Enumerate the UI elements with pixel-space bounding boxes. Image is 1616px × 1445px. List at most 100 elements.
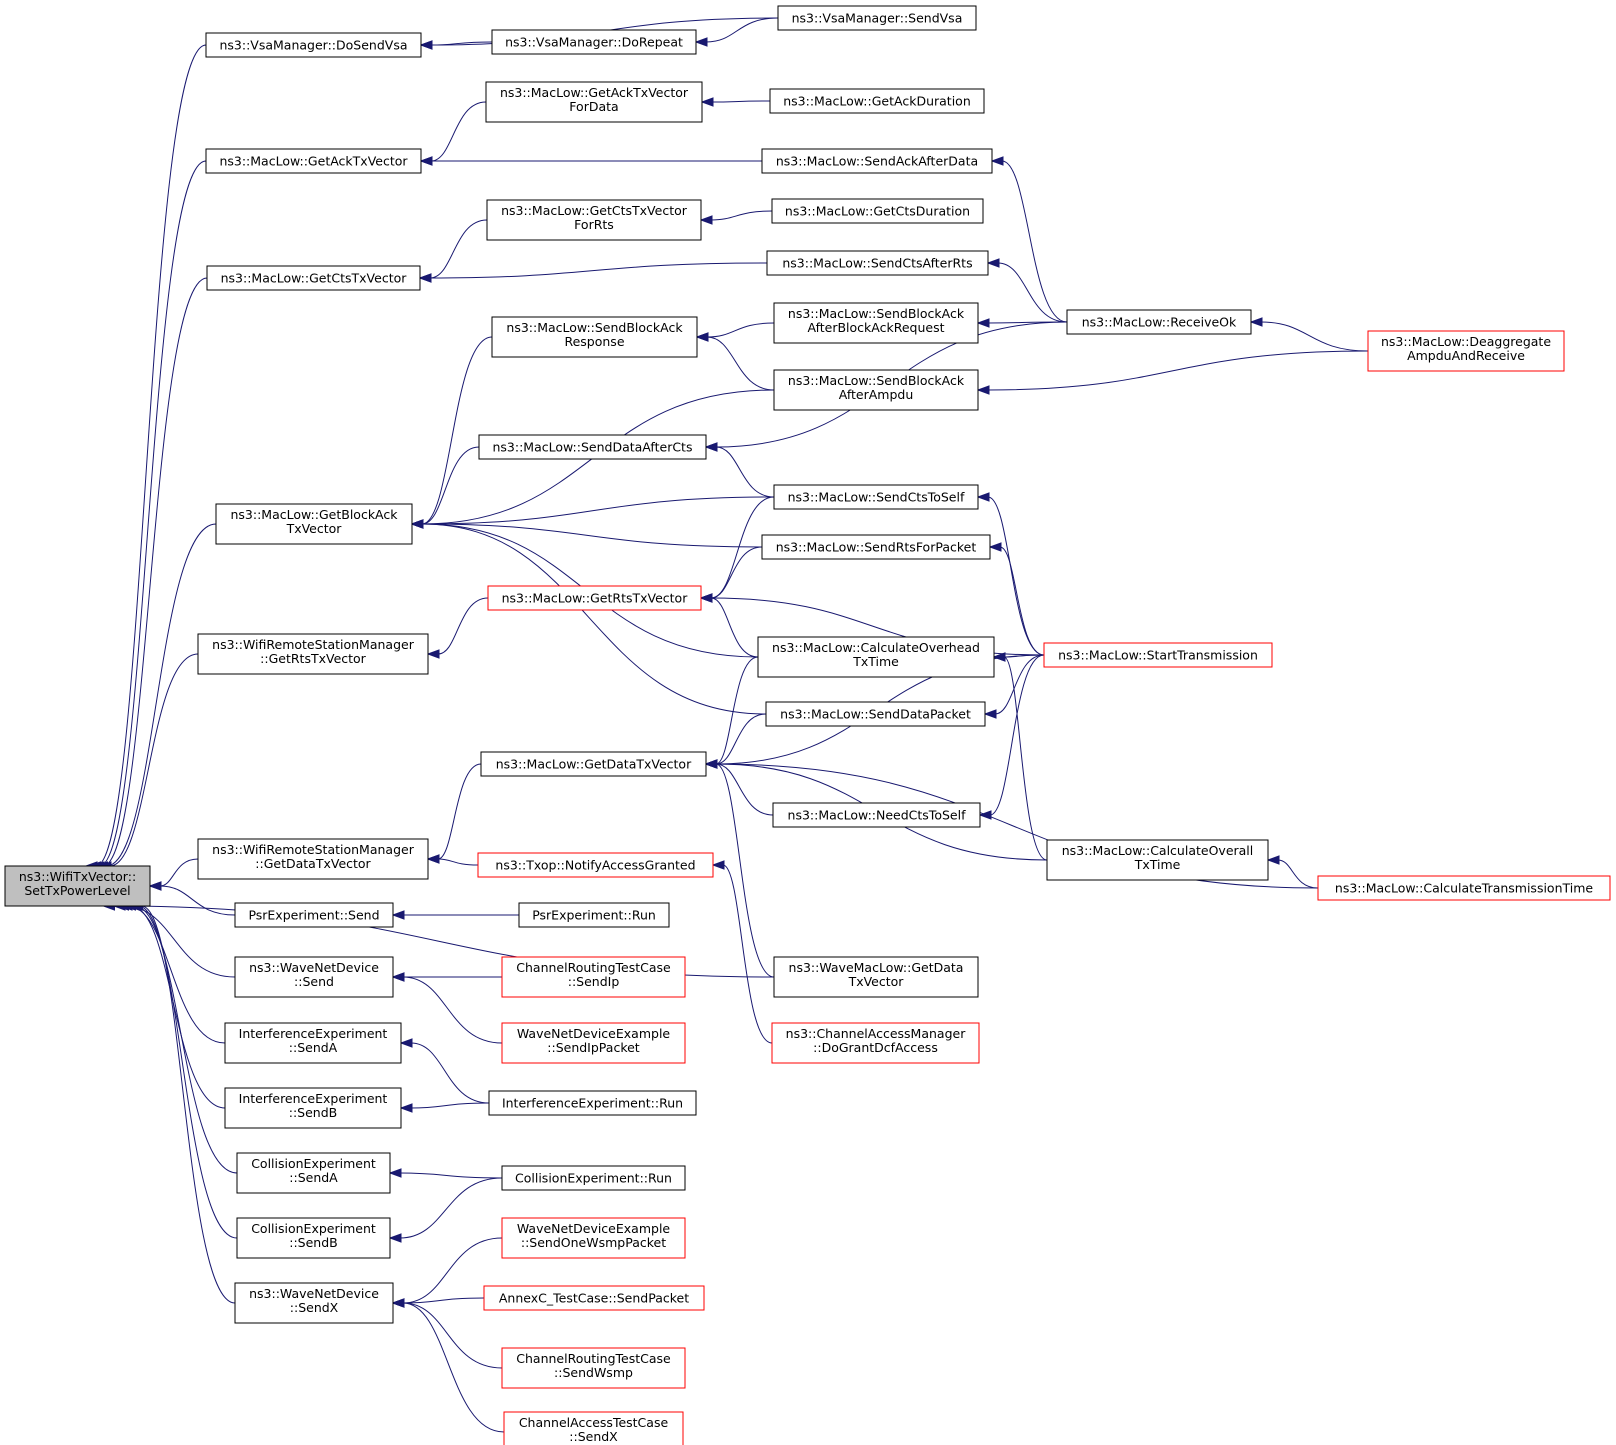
node-sendDataAfterCts[interactable]: ns3::MacLow::SendDataAfterCts (478, 434, 707, 460)
edge-sendAckAfterData-to-getAckTxVector (419, 156, 762, 166)
node-root[interactable]: ns3::WifiTxVector::SetTxPowerLevel (4, 865, 151, 907)
edge-ceRun-to-ceSendB (388, 1177, 503, 1243)
edge-ieSendA-to-root (116, 901, 226, 1044)
node-ieSendA[interactable]: InterferenceExperiment::SendA (224, 1022, 402, 1064)
node-sendRtsForPacket[interactable]: ns3::MacLow::SendRtsForPacket (761, 534, 991, 560)
node-wndeSendOneWsmp[interactable]: WaveNetDeviceExample::SendOneWsmpPacket (501, 1217, 686, 1259)
node-label: ns3::WifiRemoteStationManager (212, 842, 415, 857)
edge-sendDataPacket-to-getBlockAckTxVector (410, 519, 767, 715)
node-label: ::SendB (289, 1235, 337, 1250)
edge-deaggregate-to-sendBlockAckAfterAmpdu (976, 350, 1369, 395)
node-startTransmission[interactable]: ns3::MacLow::StartTransmission (1043, 642, 1273, 668)
edge-catSendX-to-waveSendX (391, 1298, 505, 1433)
node-getAckDuration[interactable]: ns3::MacLow::GetAckDuration (769, 88, 985, 114)
edge-needCtsToSelf-to-getDataTxVector (704, 759, 774, 816)
node-ceSendA[interactable]: CollisionExperiment::SendA (236, 1152, 391, 1194)
node-crSendWsmp[interactable]: ChannelRoutingTestCase::SendWsmp (501, 1347, 686, 1389)
edge-doRepeat-to-doSendVsa (419, 40, 493, 50)
edge-waveMacGetData-to-getDataTxVector (704, 759, 775, 978)
node-sendAckAfterData[interactable]: ns3::MacLow::SendAckAfterData (761, 148, 993, 174)
node-label: AmpduAndReceive (1407, 348, 1525, 363)
node-psrRun[interactable]: PsrExperiment::Run (518, 902, 670, 928)
node-label: ns3::MacLow::GetAckDuration (783, 94, 971, 109)
edge-sendBlockAckAfterAmpdu-to-sendBlockAckResponse (695, 332, 775, 391)
edge-doSendVsa-to-root (84, 44, 207, 871)
node-getCtsTxVector[interactable]: ns3::MacLow::GetCtsTxVector (206, 265, 421, 291)
node-wndeSendIpPacket[interactable]: WaveNetDeviceExample::SendIpPacket (501, 1022, 686, 1064)
node-ieSendB[interactable]: InterferenceExperiment::SendB (224, 1087, 402, 1129)
node-label: ChannelRoutingTestCase (516, 960, 671, 975)
edge-getAckTxVectorForData-to-getAckTxVector (419, 101, 487, 166)
node-label: AfterBlockAckRequest (807, 320, 944, 335)
node-ceRun[interactable]: CollisionExperiment::Run (501, 1165, 686, 1191)
edge-ceSendA-to-root (123, 901, 238, 1174)
node-sendBlockAckAfterBlockAckRequest[interactable]: ns3::MacLow::SendBlockAckAfterBlockAckRe… (773, 302, 979, 344)
node-label: ns3::MacLow::CalculateTransmissionTime (1335, 881, 1594, 896)
edge-sendRtsForPacket-to-getBlockAckTxVector (410, 519, 763, 548)
edge-getAckDuration-to-getAckTxVectorForData (700, 97, 771, 107)
node-label: ForData (569, 99, 618, 114)
node-label: ns3::MacLow::SendBlockAck (788, 373, 965, 388)
node-label: SetTxPowerLevel (24, 883, 130, 898)
node-sendCtsToSelf[interactable]: ns3::MacLow::SendCtsToSelf (773, 484, 979, 510)
node-label: ns3::VsaManager::DoSendVsa (219, 38, 407, 53)
node-waveMacGetData[interactable]: ns3::WaveMacLow::GetDataTxVector (773, 956, 979, 998)
node-doSendVsa[interactable]: ns3::VsaManager::DoSendVsa (205, 32, 422, 58)
node-label: ChannelRoutingTestCase (516, 1351, 671, 1366)
node-getAckTxVector[interactable]: ns3::MacLow::GetAckTxVector (205, 148, 422, 174)
node-getRtsTxVector[interactable]: ns3::MacLow::GetRtsTxVector (487, 585, 702, 611)
edge-ieRun-to-ieSendB (399, 1102, 490, 1113)
node-annexSendPacket[interactable]: AnnexC_TestCase::SendPacket (483, 1285, 705, 1311)
node-label: PsrExperiment::Send (248, 908, 379, 923)
node-getCtsDuration[interactable]: ns3::MacLow::GetCtsDuration (771, 198, 984, 224)
node-label: ns3::WifiTxVector:: (19, 869, 136, 884)
node-label: ::SendA (289, 1170, 338, 1185)
node-needCtsToSelf[interactable]: ns3::MacLow::NeedCtsToSelf (772, 802, 981, 828)
node-psrSend[interactable]: PsrExperiment::Send (234, 902, 394, 928)
node-doRepeat[interactable]: ns3::VsaManager::DoRepeat (491, 29, 697, 55)
node-waveSend[interactable]: ns3::WaveNetDevice::Send (234, 956, 394, 998)
edge-notifyAccessGranted-to-wrsmGetDataTxVector (426, 854, 479, 866)
node-wrsmGetRtsTxVector[interactable]: ns3::WifiRemoteStationManager::GetRtsTxV… (197, 633, 429, 675)
node-notifyAccessGranted[interactable]: ns3::Txop::NotifyAccessGranted (477, 852, 714, 878)
node-label: ::SendWsmp (554, 1365, 633, 1380)
node-sendVsa[interactable]: ns3::VsaManager::SendVsa (777, 5, 977, 31)
node-label: ::SendB (289, 1105, 337, 1120)
node-sendDataPacket[interactable]: ns3::MacLow::SendDataPacket (765, 701, 986, 727)
edge-ieRun-to-ieSendA (399, 1038, 490, 1104)
node-label: ns3::MacLow::CalculateOverhead (772, 640, 980, 655)
node-label: ::SendOneWsmpPacket (521, 1235, 666, 1250)
edge-sendRtsForPacket-to-getRtsTxVector (699, 546, 763, 603)
node-sendCtsAfterRts[interactable]: ns3::MacLow::SendCtsAfterRts (766, 250, 989, 276)
edge-getAckTxVector-to-root (88, 160, 207, 871)
node-camDoGrant[interactable]: ns3::ChannelAccessManager::DoGrantDcfAcc… (771, 1022, 980, 1064)
node-catSendX[interactable]: ChannelAccessTestCase::SendX (503, 1411, 684, 1445)
edge-sendBlockAckResponse-to-getBlockAckTxVector (410, 336, 493, 529)
node-getDataTxVector[interactable]: ns3::MacLow::GetDataTxVector (480, 751, 707, 777)
node-calcTransmissionTime[interactable]: ns3::MacLow::CalculateTransmissionTime (1317, 875, 1611, 901)
node-label: ns3::MacLow::CalculateOverall (1062, 843, 1254, 858)
node-receiveOk[interactable]: ns3::MacLow::ReceiveOk (1066, 309, 1252, 335)
node-wrsmGetDataTxVector[interactable]: ns3::WifiRemoteStationManager::GetDataTx… (197, 838, 429, 880)
node-waveSendX[interactable]: ns3::WaveNetDevice::SendX (234, 1282, 394, 1324)
node-crSendIp[interactable]: ChannelRoutingTestCase::SendIp (501, 956, 686, 998)
edge-getDataTxVector-to-wrsmGetDataTxVector (426, 763, 482, 864)
nodes-layer: ns3::WifiTxVector::SetTxPowerLevel ns3::V… (4, 5, 1611, 1445)
node-ieRun[interactable]: InterferenceExperiment::Run (488, 1090, 697, 1116)
node-label: TxVector (286, 521, 343, 536)
node-label: ns3::MacLow::GetBlockAck (230, 507, 398, 522)
node-label: ::SendX (569, 1429, 618, 1444)
node-label: ns3::VsaManager::SendVsa (792, 11, 963, 26)
node-label: TxTime (852, 654, 899, 669)
edge-calcOverhead-to-getDataTxVector (704, 656, 759, 769)
node-ceSendB[interactable]: CollisionExperiment::SendB (236, 1217, 391, 1259)
edge-psrSend-to-root (148, 881, 236, 916)
